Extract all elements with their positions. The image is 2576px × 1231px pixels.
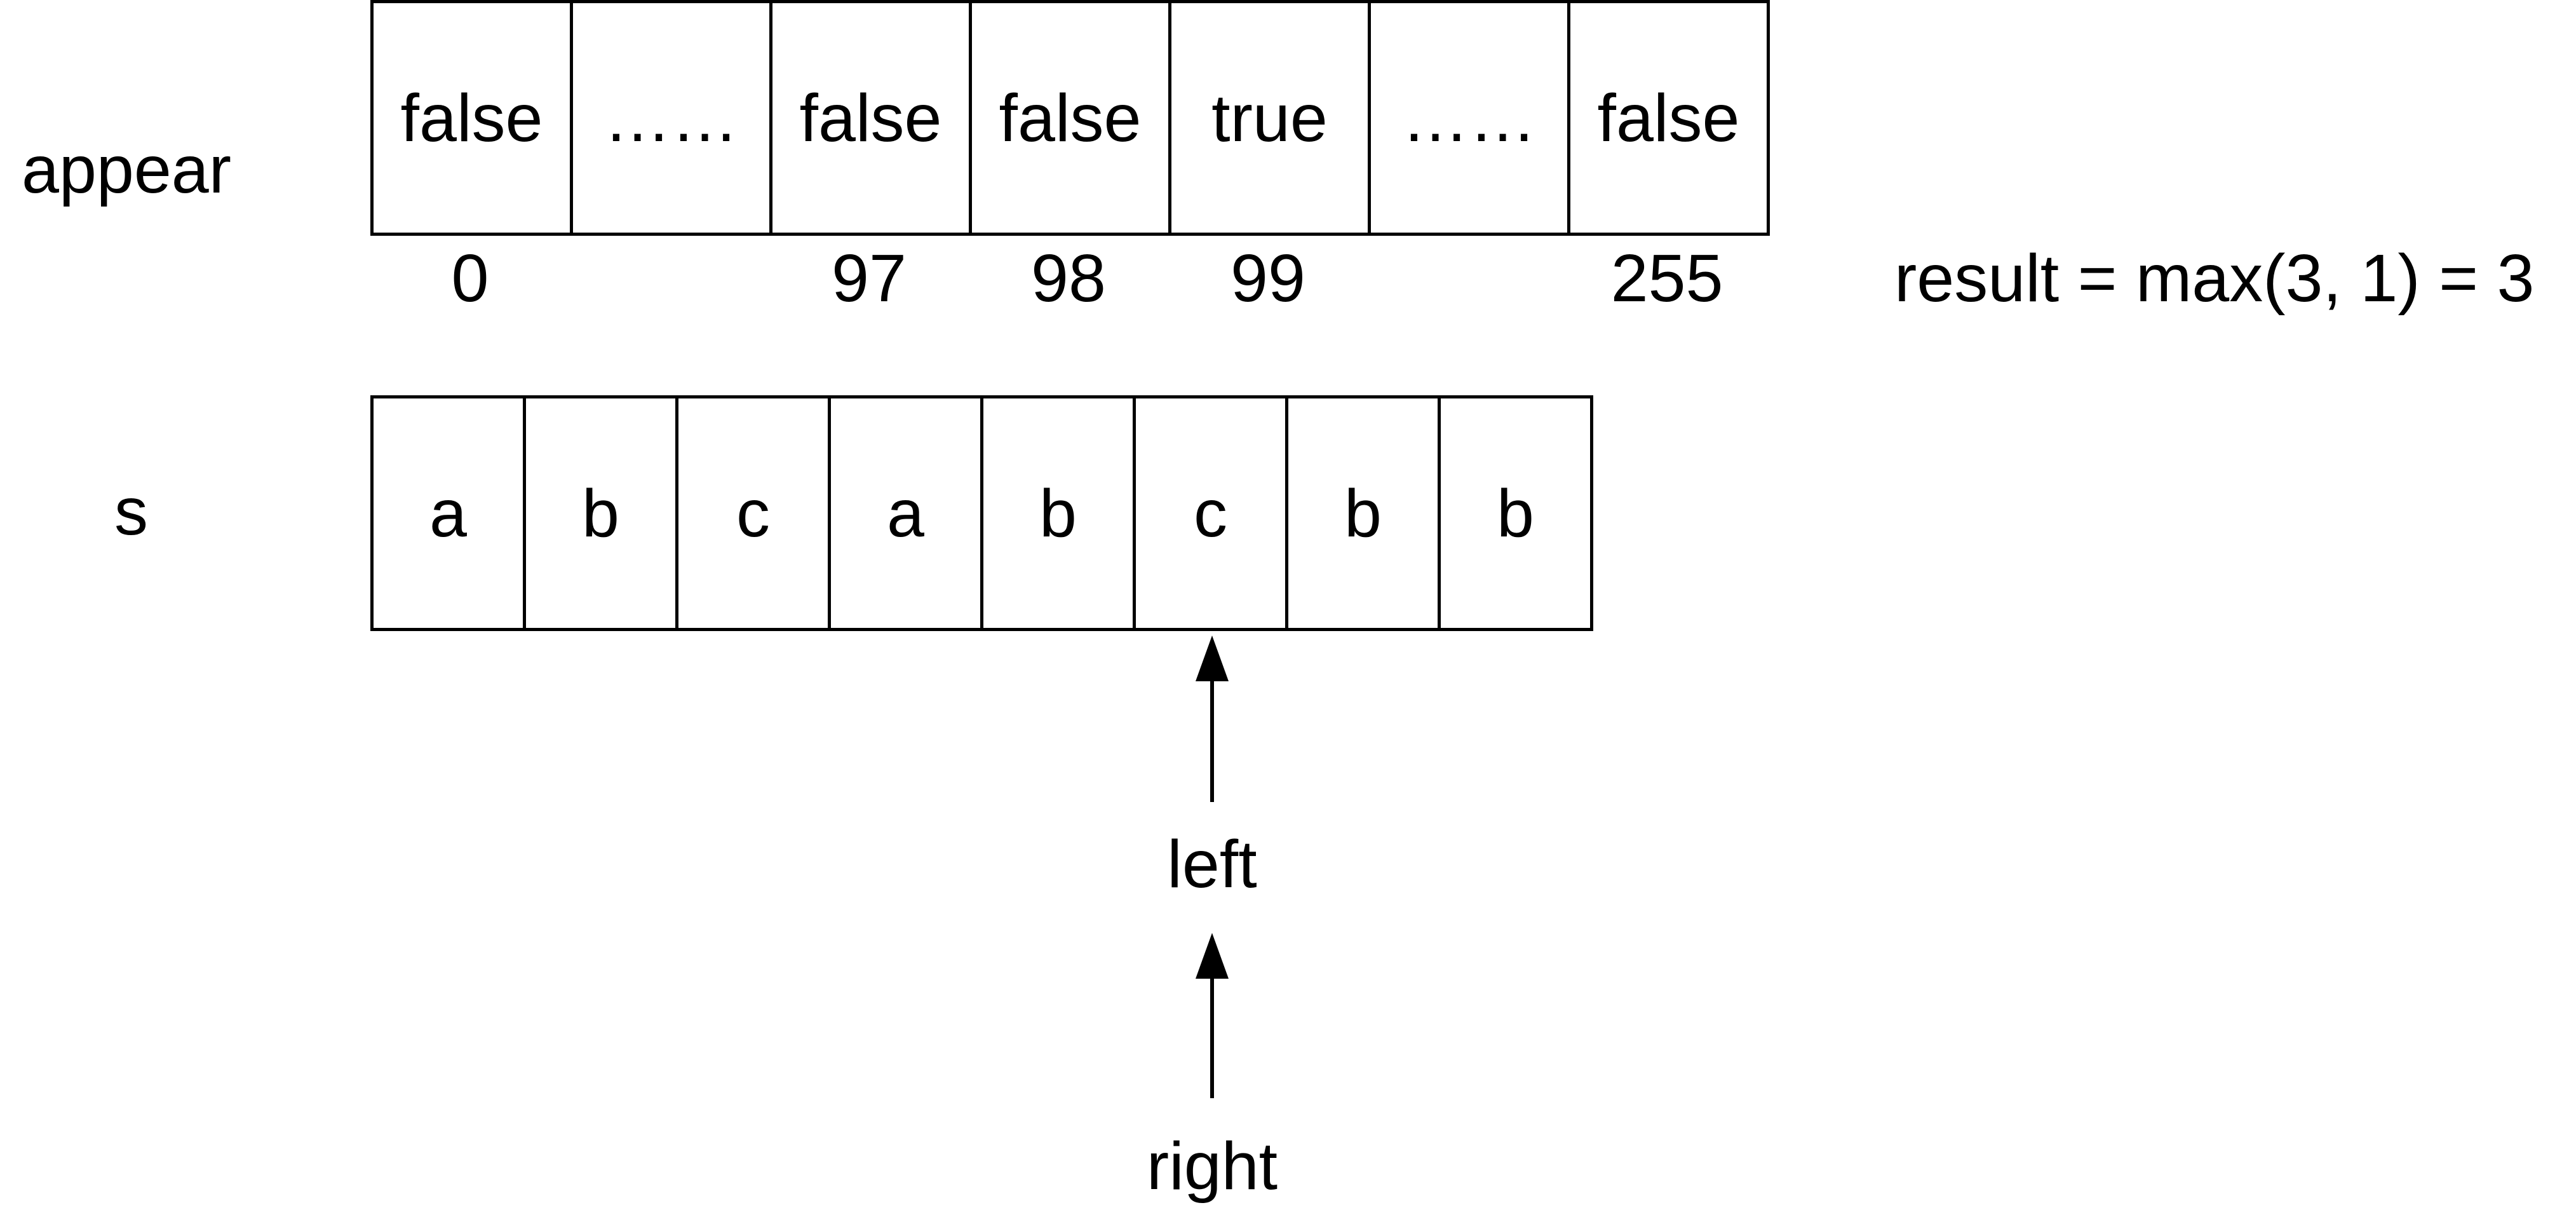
s-label: s [114, 474, 148, 549]
s-cell: b [1438, 395, 1593, 631]
appear-index-label: 255 [1610, 241, 1723, 316]
right-pointer-arrow [1196, 933, 1229, 1098]
appear-cell: false [370, 0, 573, 236]
appear-cell: …… [570, 0, 772, 236]
right-pointer-label: right [1146, 1129, 1278, 1204]
appear-index-label: 98 [1031, 241, 1106, 316]
appear-array: false …… false false true …… false [370, 0, 1770, 236]
appear-cell: …… [1368, 0, 1570, 236]
appear-cell: false [1567, 0, 1770, 236]
appear-label: appear [22, 132, 232, 207]
result-text: result = max(3, 1) = 3 [1894, 241, 2535, 316]
appear-index-label: 99 [1231, 241, 1305, 316]
left-pointer-label: left [1167, 827, 1257, 902]
appear-index-label: 97 [832, 241, 907, 316]
left-pointer-arrow [1196, 636, 1229, 802]
s-array: a b c a b c b b [370, 395, 1593, 631]
appear-index-label: 0 [451, 241, 489, 316]
appear-cell: true [1168, 0, 1371, 236]
appear-cell: false [769, 0, 972, 236]
